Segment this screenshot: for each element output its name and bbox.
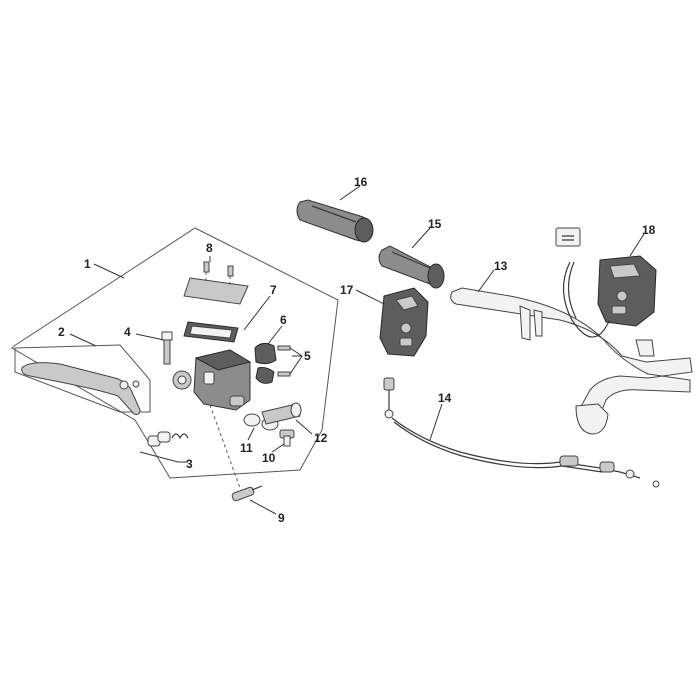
master-cylinder (172, 349, 252, 411)
leader-18 (629, 233, 645, 257)
leader-9 (249, 499, 277, 515)
callout-6: 6 (280, 313, 287, 327)
leader-1 (93, 263, 125, 279)
callout-15: 15 (428, 217, 442, 231)
brake-assembly-outline (11, 227, 339, 479)
callout-18: 18 (642, 223, 656, 237)
callout-13: 13 (494, 259, 508, 273)
banjo-bolt (279, 429, 295, 447)
reservoir-cover-stack (183, 277, 249, 343)
cover-screws (203, 261, 234, 288)
leader-6 (267, 325, 283, 345)
clamp-screws (277, 345, 303, 377)
pivot-bolt (161, 331, 173, 365)
spring-and-bushings (139, 431, 189, 463)
leader-4 (135, 333, 165, 341)
callout-5: 5 (304, 349, 311, 363)
left-switch-housing (379, 287, 429, 357)
callout-8: 8 (206, 241, 213, 255)
callout-10: 10 (262, 451, 276, 465)
callout-17: 17 (340, 283, 354, 297)
callout-11: 11 (240, 441, 253, 455)
banjo-fitting (243, 402, 302, 431)
callout-9: 9 (278, 511, 285, 525)
leader-2 (69, 333, 97, 347)
leader-16 (339, 185, 361, 201)
handlebar (450, 287, 693, 435)
handlebar-grip-left (296, 199, 374, 243)
leader-14 (429, 403, 443, 441)
lever-group-outline (14, 344, 151, 413)
callout-16: 16 (354, 175, 368, 189)
right-switch-housing (555, 227, 657, 338)
handlebar-clamp (254, 342, 277, 384)
brake-lever (21, 362, 141, 415)
callout-14: 14 (438, 391, 452, 405)
leader-13 (477, 269, 495, 293)
throttle-grip (378, 245, 445, 289)
throttle-cable (383, 377, 660, 488)
leader-7 (243, 295, 271, 331)
leader-11 (247, 427, 255, 441)
callout-7: 7 (270, 283, 277, 297)
callout-12: 12 (314, 431, 328, 445)
leader-15 (411, 227, 431, 249)
brake-light-switch (209, 404, 263, 502)
leader-17 (355, 289, 385, 305)
leader-10 (271, 443, 285, 453)
callout-1: 1 (84, 257, 91, 271)
leader-12 (295, 419, 313, 435)
callout-2: 2 (58, 325, 65, 339)
callout-4: 4 (124, 325, 131, 339)
callout-3: 3 (186, 457, 193, 471)
